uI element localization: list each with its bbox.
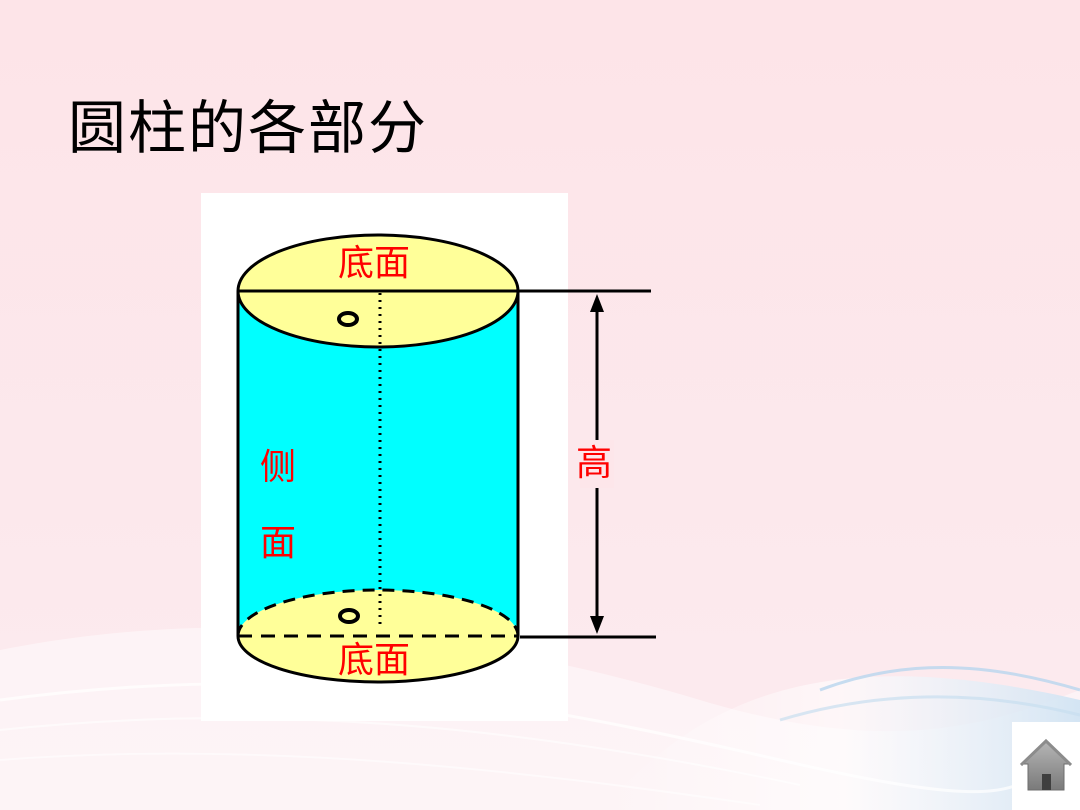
slide-title: 圆柱的各部分 — [68, 94, 429, 162]
top-base-label: 底面 — [338, 243, 411, 284]
home-icon — [1020, 738, 1072, 791]
bottom-center-marker — [338, 608, 360, 624]
lateral-surface — [238, 291, 518, 682]
bottom-base-back-edge — [236, 588, 520, 637]
bottom-base-label: 底面 — [338, 640, 411, 681]
lateral-surface-label: 侧面 — [259, 447, 296, 564]
height-label: 高 — [576, 443, 613, 484]
home-button[interactable] — [1012, 722, 1080, 810]
height-arrow-top-head — [590, 294, 604, 312]
height-arrow-bottom-head — [590, 616, 604, 634]
bottom-base-front-edge — [236, 635, 520, 684]
top-center-marker — [337, 311, 359, 327]
